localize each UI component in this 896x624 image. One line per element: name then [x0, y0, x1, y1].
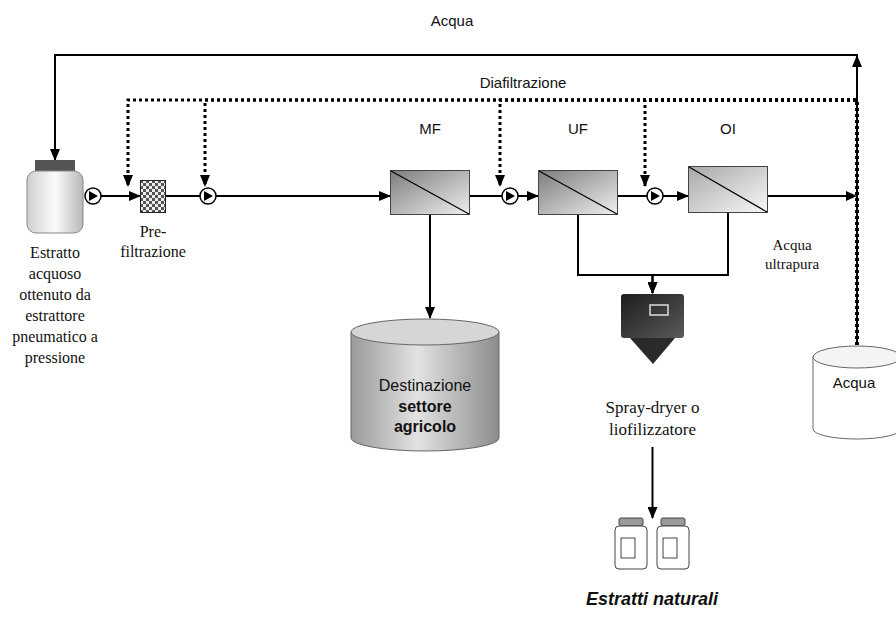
flow-line	[429, 215, 431, 318]
diafiltration-line	[128, 100, 857, 345]
node-text: Pre- filtrazione	[114, 222, 192, 262]
spray-dryer-shape	[620, 293, 685, 365]
membrane-box: UF	[538, 170, 618, 215]
membrane-line	[391, 171, 469, 214]
jar-body	[657, 526, 689, 569]
flow-line	[652, 447, 654, 518]
membrane-line	[539, 171, 617, 214]
flow-label: Acqua ultrapura	[755, 236, 829, 274]
node-text: Spray-dryer o liofilizzatore	[580, 397, 725, 441]
membrane-box-shape	[538, 170, 618, 215]
jar-lid	[661, 518, 685, 526]
membrane-box: OI	[688, 166, 768, 213]
water-tank-shape	[812, 345, 896, 440]
bottle-cap	[35, 160, 75, 171]
jar-tag	[621, 538, 635, 558]
dryer-body	[621, 294, 684, 338]
storage-cylinder: Destinazionesettore agricolo	[350, 318, 500, 452]
membrane-module	[391, 171, 470, 215]
cylinder-body	[351, 332, 499, 451]
node-text: MF	[390, 120, 470, 138]
pump-symbol	[85, 188, 101, 204]
membrane-box-shape	[688, 166, 768, 213]
water-tank: Acqua	[812, 345, 896, 440]
bottle-body	[27, 171, 83, 233]
edge-label: Diafiltrazione	[477, 74, 570, 92]
membrane-module	[689, 167, 768, 213]
arrow-head	[852, 55, 862, 67]
membrane-box: MF	[390, 170, 470, 215]
flow-line	[578, 215, 653, 293]
diafiltration-line	[500, 100, 857, 345]
diafiltration-line	[205, 100, 857, 345]
tank-body	[813, 357, 896, 439]
flow-line	[55, 55, 857, 345]
node-text: UF	[538, 120, 618, 138]
spray-dryer: Spray-dryer o liofilizzatore	[620, 293, 685, 365]
dryer-funnel	[630, 338, 675, 364]
product-jars: Estratti naturali	[613, 518, 691, 570]
node-text: Destinazione	[360, 376, 490, 396]
pump-symbol	[647, 188, 663, 204]
extract-bottle: Estratto acquoso ottenuto da estrattore …	[25, 160, 85, 234]
membrane-box-shape	[390, 170, 470, 215]
prefilter-box-shape	[140, 180, 166, 213]
jar-body	[615, 526, 647, 569]
jar-lid	[619, 518, 643, 526]
edge-label: Acqua	[428, 12, 477, 30]
membrane-module	[539, 171, 618, 215]
pump-symbol	[200, 188, 216, 204]
extract-bottle-shape	[25, 160, 85, 234]
node-text: Acqua	[812, 374, 896, 392]
node-text: Estratto acquoso ottenuto da estrattore …	[12, 242, 98, 368]
node-text: Estratti naturali	[552, 588, 752, 610]
tank-top	[813, 346, 896, 368]
flow-line	[653, 213, 729, 293]
cylinder-top	[351, 319, 499, 345]
jar-tag	[663, 538, 677, 558]
node-text: settore agricolo	[375, 397, 475, 437]
arrow-head	[846, 191, 857, 201]
permeate-line	[768, 195, 848, 197]
prefilter-cartridge	[141, 181, 166, 213]
node-text: OI	[688, 120, 768, 138]
prefilter-box: Pre- filtrazione	[140, 180, 166, 213]
pump-symbol	[502, 188, 518, 204]
membrane-line	[689, 167, 767, 212]
product-jars-shape	[613, 518, 691, 570]
dryer-window	[650, 305, 668, 315]
